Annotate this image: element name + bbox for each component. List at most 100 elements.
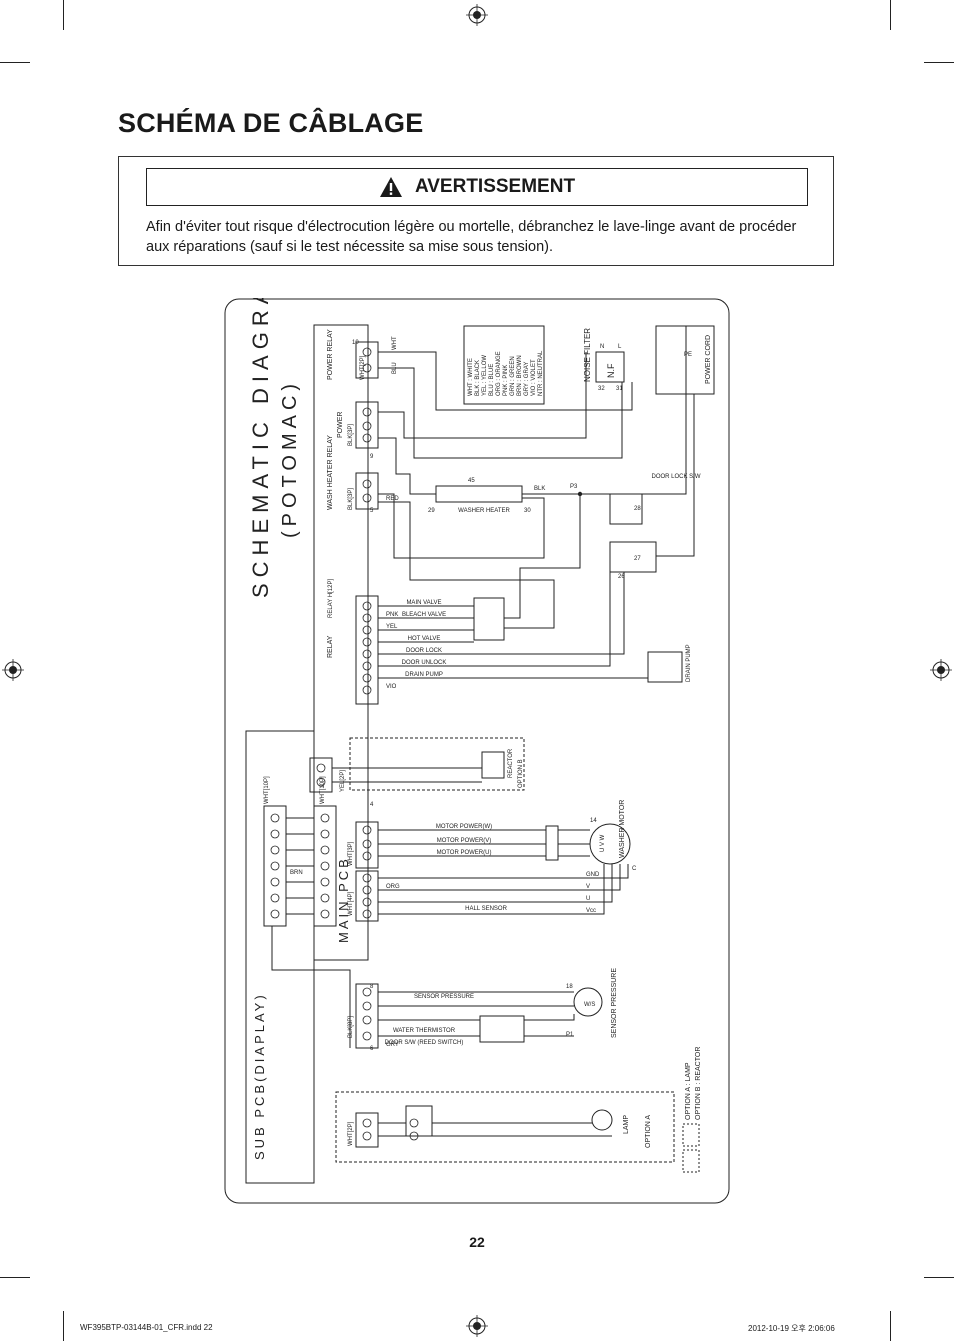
pin-number: 14: [590, 818, 597, 824]
page-title: SCHÉMA DE CÂBLAGE: [118, 108, 424, 138]
crop-mark: [0, 1277, 30, 1278]
hall-sensor-label: HALL SENSOR: [465, 906, 507, 912]
wire-color: WHT: [392, 336, 398, 350]
washer-heater-label: WASHER HEATER: [458, 508, 510, 514]
reactor-label: REACTOR: [508, 748, 514, 778]
connector-main-sub: [313, 805, 337, 927]
washer-heater-body: [435, 485, 523, 503]
wire-color: VIO: [386, 684, 397, 690]
crop-mark: [0, 62, 30, 63]
wire-color: BRN: [290, 870, 303, 876]
motor-term: GND: [586, 872, 600, 878]
option-a-label: OPTION A: [645, 1115, 652, 1148]
reactor-box: [481, 751, 505, 779]
wire-color: YEL: [386, 624, 398, 630]
diagram-subtitle: (POTOMAC): [279, 379, 301, 538]
lamp-connector: [405, 1105, 433, 1137]
crop-mark: [63, 1311, 64, 1341]
option-b-label: OPTION B: [518, 759, 524, 788]
pin-number: 5: [370, 508, 374, 514]
door-lock-lower: [609, 541, 657, 573]
warning-label: AVERTISSEMENT: [414, 176, 576, 197]
signal-motor-v: MOTOR POWER(V): [437, 838, 492, 844]
sensor-pressure-label: SENSOR PRESSURE: [611, 968, 618, 1038]
connector-c8: BLK[8P]: [348, 1016, 354, 1038]
sensor-pressure-circle: [573, 987, 603, 1017]
motor-harness: [545, 825, 559, 861]
page-number: 22: [469, 1234, 485, 1250]
pin-number: 29: [428, 508, 435, 514]
pin-number: 8: [370, 984, 374, 990]
legend-item: PNK : PINK: [503, 365, 509, 396]
pin-number: C: [632, 866, 637, 872]
main-pcb-label: MAIN PCB: [336, 856, 351, 943]
connector-option-b: [309, 757, 333, 793]
connector-c9: WHT[2P]: [348, 1121, 354, 1146]
pin-number: 27: [634, 556, 641, 562]
crop-mark: [890, 1311, 891, 1341]
heater-relay-label: WASH HEATER RELAY: [327, 435, 334, 510]
wire-color: PNK: [386, 612, 398, 618]
legend-item: GRY : GRAY: [524, 362, 530, 396]
sub-pcb-board: [245, 730, 315, 1184]
pin-number: 28: [634, 506, 641, 512]
option-a-legend-box: [682, 1123, 700, 1147]
signal-main-valve: MAIN VALVE: [406, 600, 441, 606]
signal-door-unlock: DOOR UNLOCK: [402, 660, 447, 666]
power-cord-box: [655, 325, 715, 395]
main-pcb-board: [313, 324, 369, 961]
pin-number: 32: [598, 386, 605, 392]
door-lock-label: DOOR LOCK S/W: [651, 474, 700, 480]
ws-label: W/S: [584, 1002, 595, 1008]
wire-color: RED: [386, 496, 399, 502]
power-label: POWER: [337, 412, 344, 438]
lamp-label: LAMP: [623, 1115, 630, 1134]
door-lock-upper: [609, 493, 643, 525]
connector-c4: RELAY H[12P]: [328, 579, 334, 618]
connector-sensor: [355, 983, 379, 1049]
relay-label: RELAY: [327, 635, 334, 658]
connector-c3: BLK[3P]: [348, 488, 354, 510]
option-b-legend-box: [682, 1149, 700, 1173]
connector-lamp: [355, 1112, 379, 1148]
pin-number: 30: [524, 508, 531, 514]
connector-motor: [355, 821, 379, 869]
legend-item: VIO : VIOLET: [531, 359, 537, 396]
legend-item: BLU : BLUE: [489, 364, 495, 396]
connector-c6: WHT[3P]: [348, 841, 354, 866]
power-cord-label: POWER CORD: [705, 335, 712, 384]
registration-mark-icon: [2, 659, 24, 681]
legend-item: BRN : BROWN: [517, 355, 523, 396]
signal-drain-pump: DRAIN PUMP: [405, 672, 443, 678]
connector-c5: YEL[2P]: [340, 770, 346, 792]
nf-terminal: L: [618, 344, 622, 350]
signal-door-sw: DOOR S/W (REED SWITCH): [385, 1040, 464, 1046]
pin-number: 31: [616, 386, 623, 392]
pin-number: 45: [468, 478, 475, 484]
connector-power-relay: [355, 341, 379, 379]
pin-number: 26: [618, 574, 625, 580]
footer-timestamp: 2012-10-19 오후 2:06:06: [748, 1324, 835, 1333]
signal-hot-valve: HOT VALVE: [408, 636, 441, 642]
legend-item: WHT : WHITE: [468, 358, 474, 396]
pin-number: 4: [370, 802, 374, 808]
option-a-box: [335, 1091, 675, 1163]
noise-filter-label: NOISE FILTER: [583, 328, 592, 382]
signal-water-thermistor: WATER THERMISTOR: [393, 1028, 456, 1034]
pin-number: P1: [566, 1032, 574, 1038]
thermistor-box: [479, 1015, 525, 1043]
crop-mark: [924, 62, 954, 63]
registration-mark-icon: [466, 1315, 488, 1337]
wire-color: BLK: [534, 486, 545, 492]
pin-number: 9: [370, 454, 374, 460]
option-b-box: [349, 737, 525, 791]
wire-color: BLU: [392, 362, 398, 374]
connector-c7: WHT[4P]: [348, 891, 354, 916]
wiring-diagram: SCHEMATIC DIAGRAM (POTOMAC) MAIN PCB SUB…: [224, 298, 730, 1204]
diagram-title: SCHEMATIC DIAGRAM: [248, 298, 273, 598]
washer-motor-label: WASHER MOTOR: [619, 800, 626, 858]
legend-item: NTR : NEUTRAL: [538, 350, 544, 396]
connector-sub: [263, 805, 287, 927]
connector-c10: WHT[10P]: [264, 776, 270, 804]
legend-item: BLK : BLACK: [475, 360, 481, 396]
